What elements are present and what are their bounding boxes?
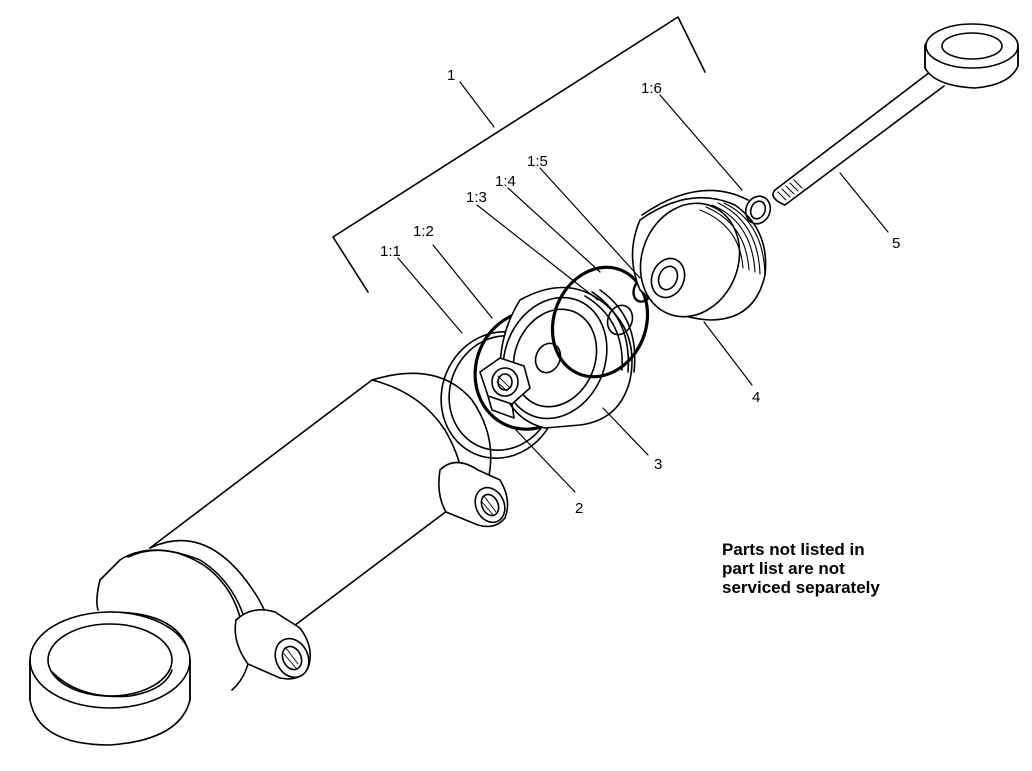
base-eye	[29, 611, 191, 746]
piston-assembly	[440, 265, 662, 459]
bracket-item-1	[332, 16, 706, 293]
upper-port-boss	[438, 461, 509, 528]
piston-nut	[479, 357, 531, 419]
callout-5: 5	[892, 235, 900, 252]
o-ring-1-3	[550, 265, 650, 379]
callout-1-2: 1:2	[413, 223, 434, 240]
callout-2: 2	[575, 500, 583, 517]
callout-1-3: 1:3	[466, 189, 487, 206]
callout-1-1: 1:1	[380, 243, 401, 260]
service-note-line: part list are not	[722, 559, 845, 578]
callout-4: 4	[752, 389, 760, 406]
callout-1-4: 1:4	[495, 173, 516, 190]
callout-1-6: 1:6	[641, 80, 662, 97]
lower-port-boss	[234, 609, 311, 680]
service-note-line: serviced separately	[722, 578, 880, 597]
callout-labels: 1 1:1 1:2 1:3 1:4 1:5 1:6 2 3 4 5	[380, 67, 900, 517]
wiper-ring-1-6	[744, 195, 772, 225]
callout-1-5: 1:5	[527, 153, 548, 170]
service-note: Parts not listed in part list are not se…	[722, 540, 982, 597]
callout-3: 3	[654, 456, 662, 473]
gland-head	[631, 189, 767, 321]
leader-lines	[397, 81, 889, 493]
cylinder-body	[29, 372, 509, 746]
piston-rod	[772, 23, 1019, 206]
service-note-line: Parts not listed in	[722, 540, 865, 559]
callout-1: 1	[447, 67, 455, 84]
